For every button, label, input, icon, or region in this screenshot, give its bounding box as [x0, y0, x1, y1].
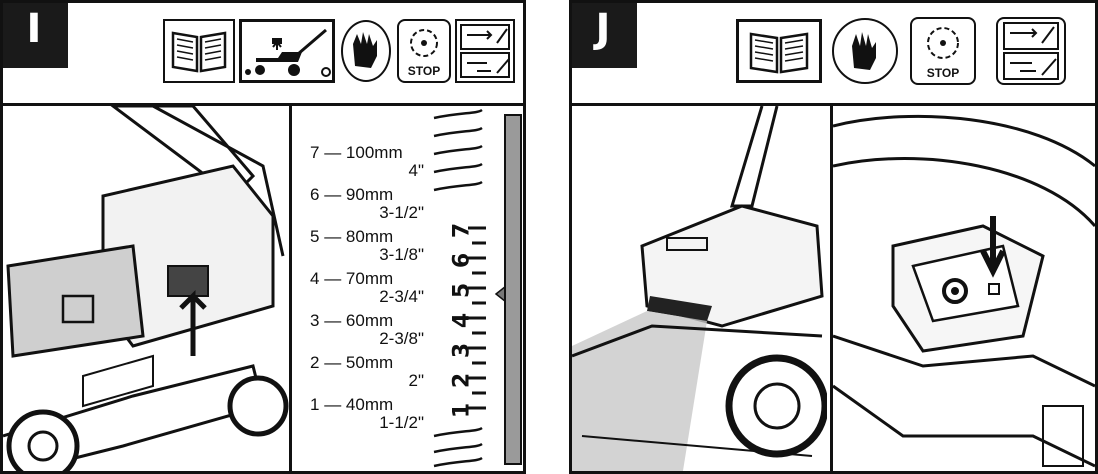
height-adjust-rail	[504, 114, 522, 465]
remove-key-icon	[996, 17, 1066, 85]
panel-i-header: I S	[3, 3, 523, 106]
gloves-icon	[341, 20, 391, 82]
height-row: 7 — 100mm 4"	[310, 143, 424, 180]
blade-stop-icon: STOP	[397, 19, 451, 83]
panel-j: J STOP	[569, 0, 1098, 474]
mower-battery-scene	[572, 105, 833, 471]
safety-key-closeup	[832, 106, 1095, 471]
cutting-height-scale: 7 — 100mm 4" 6 — 90mm 3-1/2" 5 — 80mm 3-…	[289, 106, 523, 471]
step-letter-tab: I	[3, 3, 68, 68]
height-row: 3 — 60mm 2-3/8"	[310, 311, 424, 348]
height-row: 5 — 80mm 3-1/8"	[310, 227, 424, 264]
panel-j-header: J STOP	[572, 3, 1095, 106]
grass-scale-graphic	[433, 108, 507, 468]
blade-stop-icon: STOP	[910, 17, 976, 85]
manual-book-icon	[736, 19, 822, 83]
mower-height-adjust-icon	[239, 19, 335, 83]
remove-key-icon	[455, 19, 515, 83]
height-row: 4 — 70mm 2-3/4"	[310, 269, 424, 306]
gloves-icon	[832, 18, 898, 84]
stop-label: STOP	[407, 64, 441, 78]
height-row: 2 — 50mm 2"	[310, 353, 424, 390]
step-letter-tab: J	[572, 3, 637, 68]
height-row: 6 — 90mm 3-1/2"	[310, 185, 424, 222]
stop-label: STOP	[926, 66, 960, 80]
height-row: 1 — 40mm 1-1/2"	[310, 395, 424, 432]
manual-book-icon	[163, 19, 235, 83]
mower-height-scene	[3, 104, 289, 471]
panel-i: I S	[0, 0, 526, 474]
